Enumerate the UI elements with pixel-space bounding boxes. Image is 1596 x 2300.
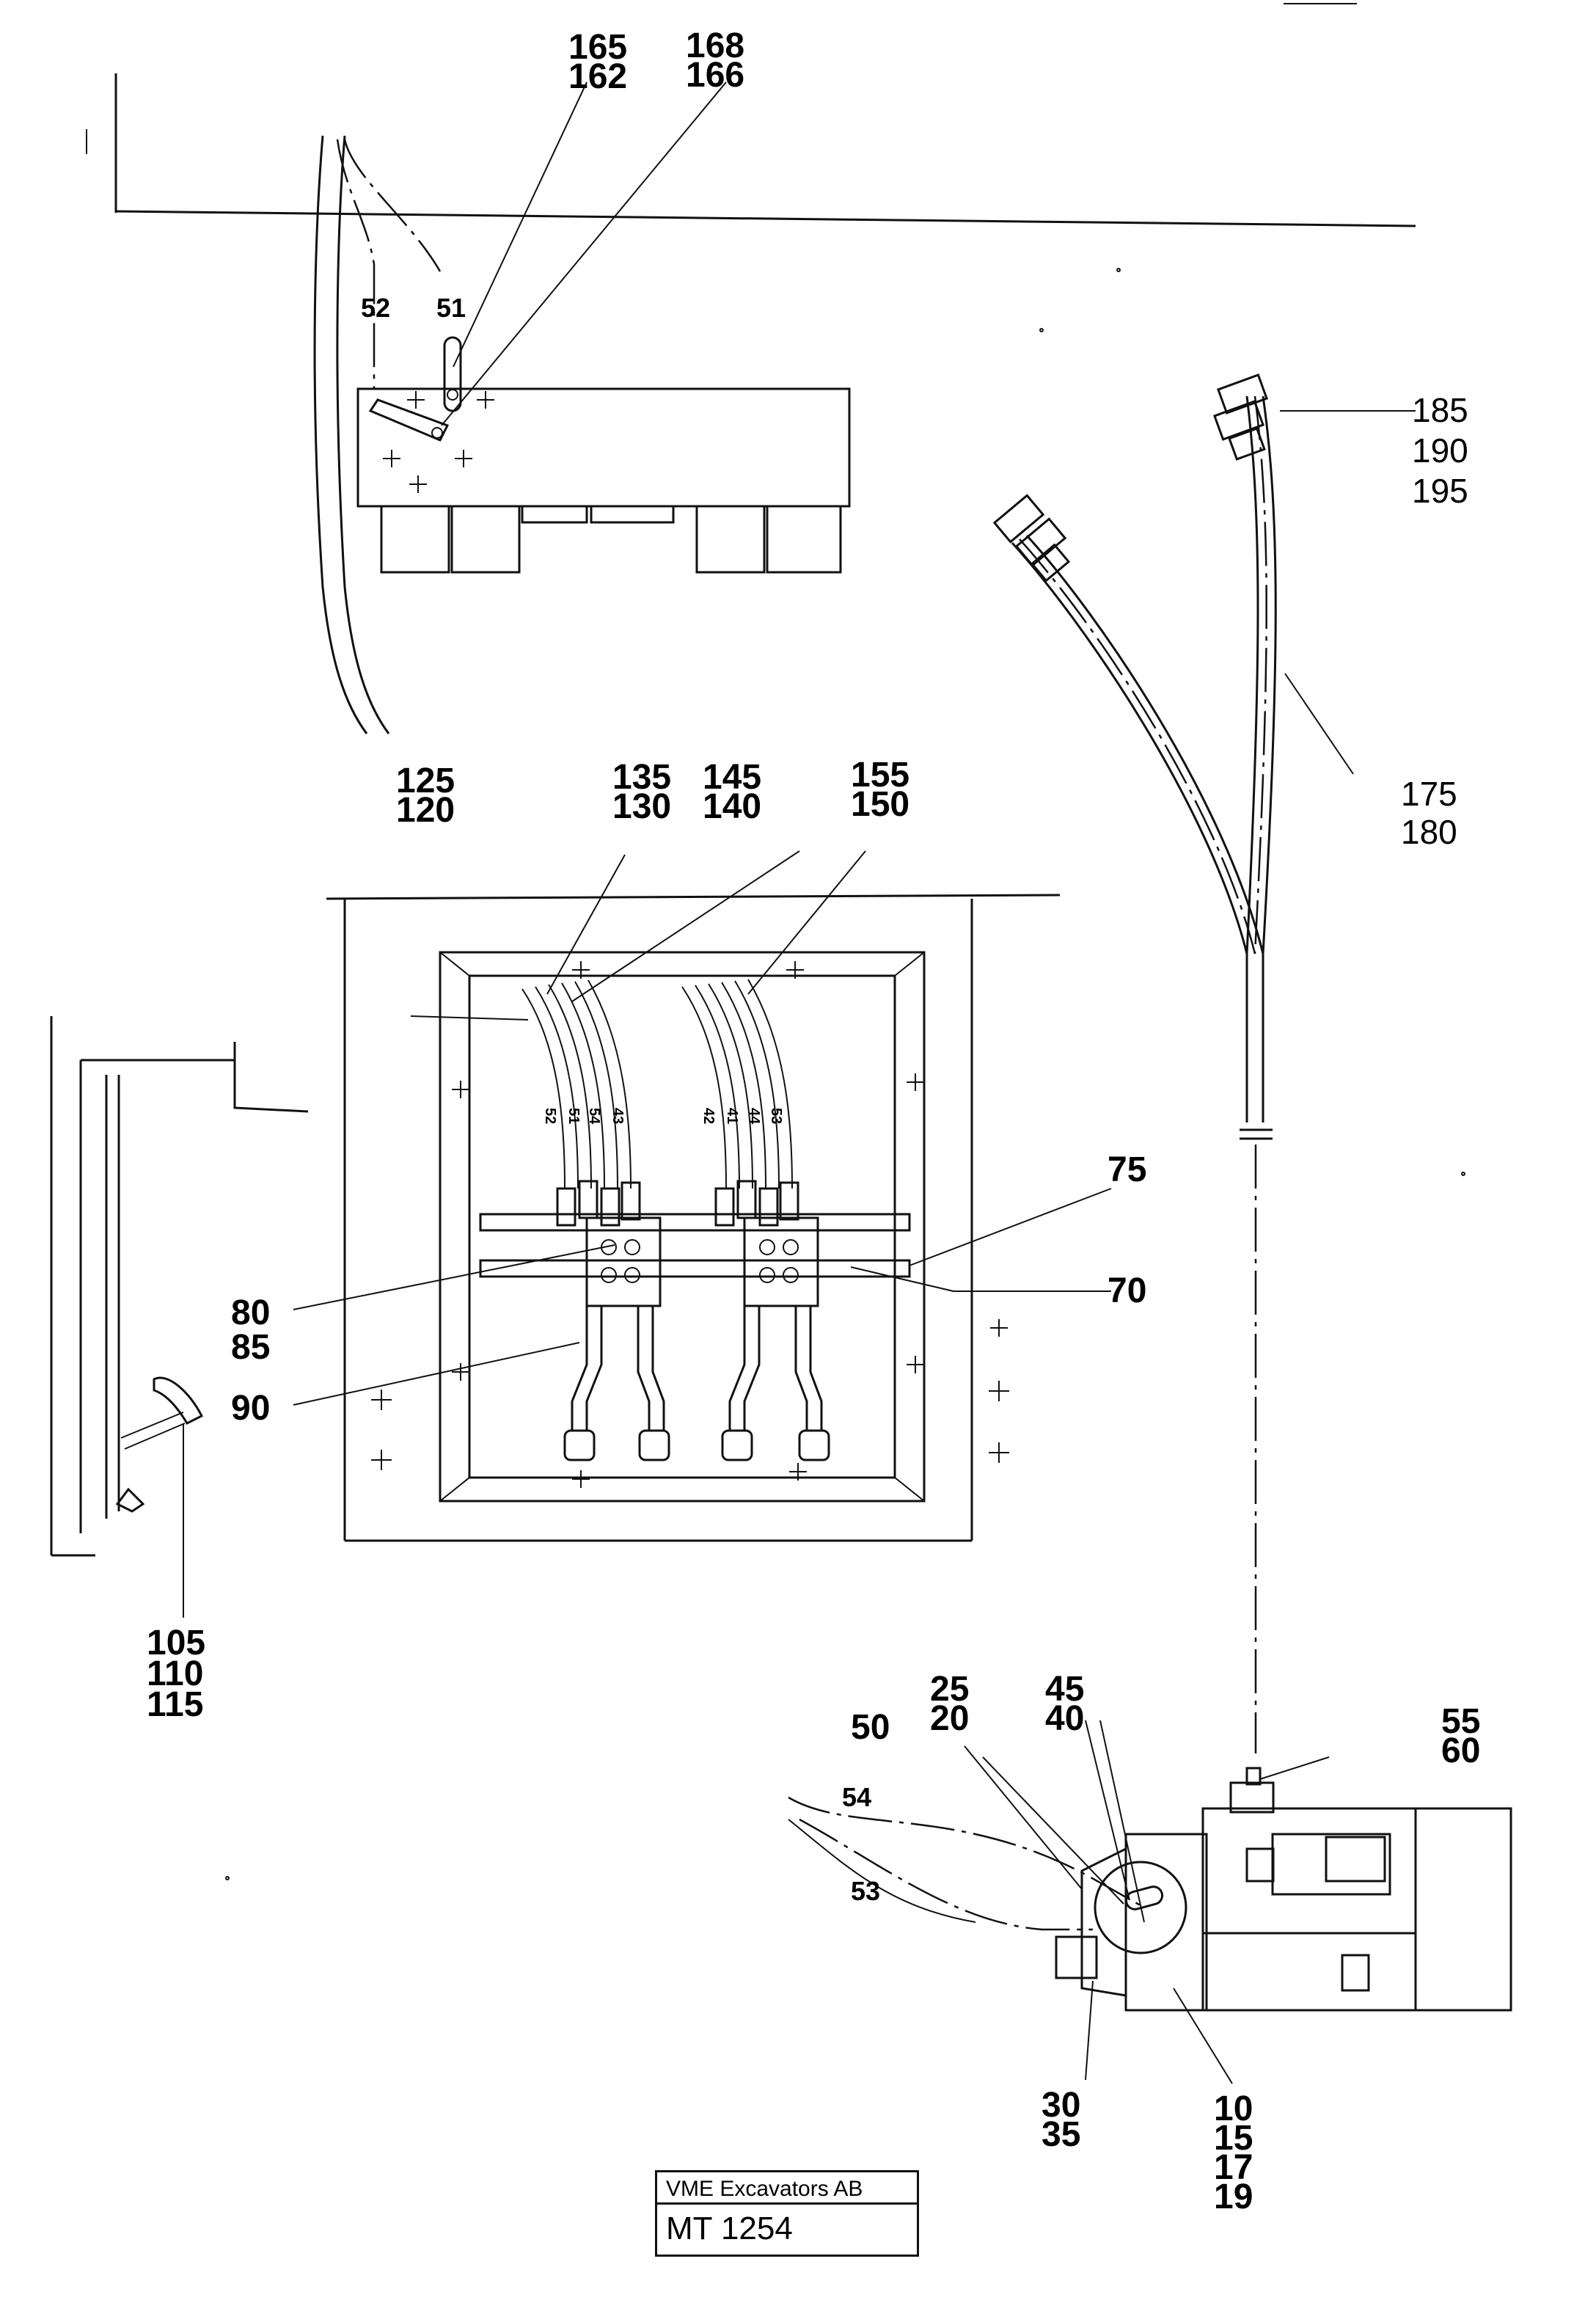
callout-85: 85 [231, 1328, 270, 1367]
callout-180: 180 [1401, 813, 1457, 851]
hose-label-right-1: 42 [700, 1108, 717, 1124]
callout-10: 10 [1214, 2089, 1253, 2128]
callout-175: 175 [1401, 775, 1457, 813]
callout-130: 130 [612, 787, 671, 826]
drawing-number: MT 1254 [666, 2210, 793, 2246]
callout-162: 162 [568, 57, 627, 96]
callout-190: 190 [1412, 431, 1468, 470]
hose-label-right-3: 44 [746, 1108, 762, 1125]
callout-150: 150 [851, 785, 909, 824]
callout-120: 120 [396, 791, 455, 830]
callout-15: 15 [1214, 2119, 1253, 2158]
company-name: VME Excavators AB [657, 2172, 917, 2205]
callout-labels: 165 162 168 166 185 190 195 175 180 125 … [147, 26, 1480, 2216]
line-label-53: 53 [851, 1876, 880, 1906]
callout-140: 140 [703, 787, 761, 826]
callout-145: 145 [703, 758, 761, 797]
callout-90: 90 [231, 1389, 270, 1428]
title-block: VME Excavators AB MT 1254 [655, 2170, 919, 2257]
callout-40: 40 [1045, 1699, 1084, 1738]
line-label-51: 51 [436, 293, 466, 323]
line-label-52: 52 [361, 293, 390, 323]
hose-label-left-4: 43 [610, 1108, 626, 1124]
hose-label-left-2: 51 [565, 1108, 582, 1124]
callout-195: 195 [1412, 472, 1468, 510]
callout-115: 115 [147, 1685, 203, 1724]
hose-number-labels: 52 51 54 43 42 41 44 53 [542, 1108, 784, 1125]
callout-168: 168 [686, 26, 744, 65]
callout-125: 125 [396, 762, 455, 800]
callout-185: 185 [1412, 391, 1468, 429]
pump-unit [788, 1720, 1512, 2084]
callout-105: 105 [147, 1624, 205, 1662]
callout-17: 17 [1214, 2148, 1253, 2187]
cab-side-view [50, 1016, 309, 1618]
callout-30: 30 [1042, 2086, 1080, 2125]
floor-panel [293, 850, 1112, 1542]
callout-50: 50 [851, 1708, 890, 1747]
hose-assembly [992, 373, 1416, 1753]
page-marks [225, 3, 1465, 1880]
hose-label-right-2: 41 [724, 1108, 740, 1124]
callout-165: 165 [568, 28, 627, 67]
callout-55: 55 [1441, 1702, 1480, 1741]
line-labels: 52 51 54 53 [361, 293, 880, 1906]
callout-25: 25 [930, 1670, 969, 1709]
hose-label-left-1: 52 [542, 1108, 558, 1124]
callout-20: 20 [930, 1699, 969, 1738]
callout-60: 60 [1441, 1731, 1480, 1770]
hose-label-right-4: 53 [768, 1108, 784, 1124]
callout-80: 80 [231, 1293, 270, 1332]
callout-19: 19 [1214, 2177, 1253, 2216]
line-label-54: 54 [842, 1782, 871, 1812]
callout-70: 70 [1108, 1271, 1146, 1310]
callout-155: 155 [851, 756, 909, 795]
callout-45: 45 [1045, 1670, 1084, 1709]
hose-label-left-3: 54 [586, 1108, 602, 1125]
callout-35: 35 [1042, 2115, 1080, 2154]
callout-110: 110 [147, 1654, 203, 1693]
callout-166: 166 [686, 56, 744, 95]
callout-75: 75 [1108, 1150, 1146, 1189]
callout-135: 135 [612, 758, 671, 797]
top-cab-view [86, 73, 1416, 734]
